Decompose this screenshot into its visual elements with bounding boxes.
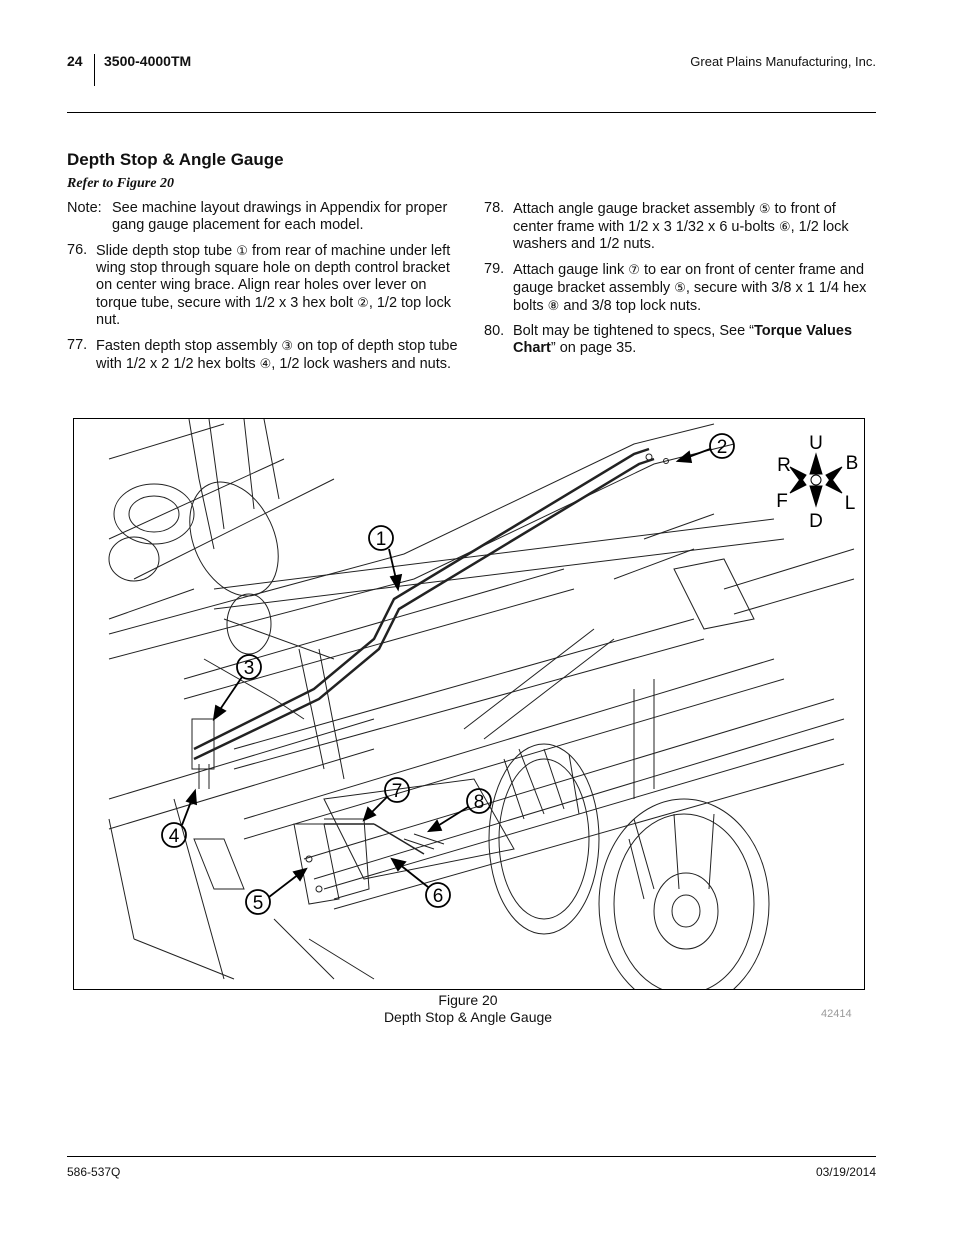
revision-date: 03/19/2014 xyxy=(815,1165,876,1179)
step-text: Attach angle gauge bracket assembly ⑤ to… xyxy=(513,201,849,252)
callout-ref: ⑤ xyxy=(674,280,686,295)
callout-8-label: 8 xyxy=(474,792,485,813)
note: Note: See machine layout drawings in App… xyxy=(67,200,462,234)
callout-2-label: 2 xyxy=(717,437,728,458)
callout-ref: ③ xyxy=(281,338,294,353)
drawing-id: 42414 xyxy=(821,1008,852,1020)
compass-back: B xyxy=(846,453,859,474)
callout-ref: ⑧ xyxy=(547,298,560,313)
callout-3-circle xyxy=(236,654,262,680)
callout-ref: ② xyxy=(357,295,369,310)
step-80: 80. Bolt may be tightened to specs, See … xyxy=(484,323,879,357)
callout-5-circle xyxy=(245,889,271,915)
figure-reference: Refer to Figure 20 xyxy=(67,176,174,191)
machine-line-drawing: 1 2 3 4 5 6 7 8 U D R B xyxy=(108,419,858,989)
section-title: Depth Stop & Angle Gauge xyxy=(67,150,284,169)
header-rule xyxy=(67,112,876,113)
step-number: 78. xyxy=(484,200,505,216)
compass-left: L xyxy=(845,493,856,514)
callout-ref: ⑤ xyxy=(758,201,771,216)
step-79: 79. Attach gauge link ⑦ to ear on front … xyxy=(484,261,879,315)
callout-ref: ⑥ xyxy=(778,219,791,234)
right-column: 78. Attach angle gauge bracket assembly … xyxy=(484,200,879,365)
callout-6-circle xyxy=(425,882,451,908)
step-text: Attach gauge link ⑦ to ear on front of c… xyxy=(513,262,867,314)
document-id: 3500-4000TM xyxy=(104,53,192,69)
cross-reference-link[interactable]: Torque Values Chart xyxy=(513,323,853,356)
step-text: Slide depth stop tube ① from rear of mac… xyxy=(96,243,452,328)
footer-rule xyxy=(67,1156,876,1157)
step-text: Bolt may be tightened to specs, See “Tor… xyxy=(513,323,853,356)
callout-1-label: 1 xyxy=(376,529,387,550)
callout-7-circle xyxy=(384,777,410,803)
company-name: Great Plains Manufacturing, Inc. xyxy=(690,54,876,69)
callout-ref: ① xyxy=(236,243,248,258)
step-number: 77. xyxy=(67,337,88,353)
compass-front: F xyxy=(776,491,788,512)
compass-rear: R xyxy=(777,455,791,476)
step-77: 77. Fasten depth stop assembly ③ on top … xyxy=(67,337,462,373)
page-number: 24 xyxy=(67,53,83,69)
compass-down: D xyxy=(809,511,823,532)
callout-8-circle xyxy=(466,788,492,814)
callout-3-label: 3 xyxy=(244,658,255,679)
callout-2-circle xyxy=(709,433,735,459)
step-number: 76. xyxy=(67,242,88,258)
callout-7-label: 7 xyxy=(392,781,403,802)
callout-1-circle xyxy=(368,525,394,551)
callout-ref: ④ xyxy=(259,356,272,371)
step-text: Fasten depth stop assembly ③ on top of d… xyxy=(96,338,458,372)
orientation-compass: U D R B F L xyxy=(776,433,858,532)
callout-ref: ⑦ xyxy=(628,262,640,277)
left-column: Note: See machine layout drawings in App… xyxy=(67,200,462,381)
note-text: See machine layout drawings in Appendix … xyxy=(112,200,448,233)
figure-frame: 1 2 3 4 5 6 7 8 U D R B xyxy=(73,418,865,990)
callout-4-label: 4 xyxy=(169,826,180,847)
callout-4-circle xyxy=(161,822,187,848)
note-label: Note: xyxy=(67,200,102,216)
step-76: 76. Slide depth stop tube ① from rear of… xyxy=(67,242,462,329)
header-divider xyxy=(94,54,95,86)
step-number: 79. xyxy=(484,261,505,277)
step-78: 78. Attach angle gauge bracket assembly … xyxy=(484,200,879,253)
part-number: 586-537Q xyxy=(67,1165,121,1179)
compass-up: U xyxy=(809,433,823,454)
callout-6-label: 6 xyxy=(433,886,444,907)
figure-caption: Depth Stop & Angle Gauge xyxy=(383,1009,553,1025)
step-number: 80. xyxy=(484,323,505,339)
figure-number: Figure 20 xyxy=(438,992,498,1008)
callout-5-label: 5 xyxy=(253,893,264,914)
